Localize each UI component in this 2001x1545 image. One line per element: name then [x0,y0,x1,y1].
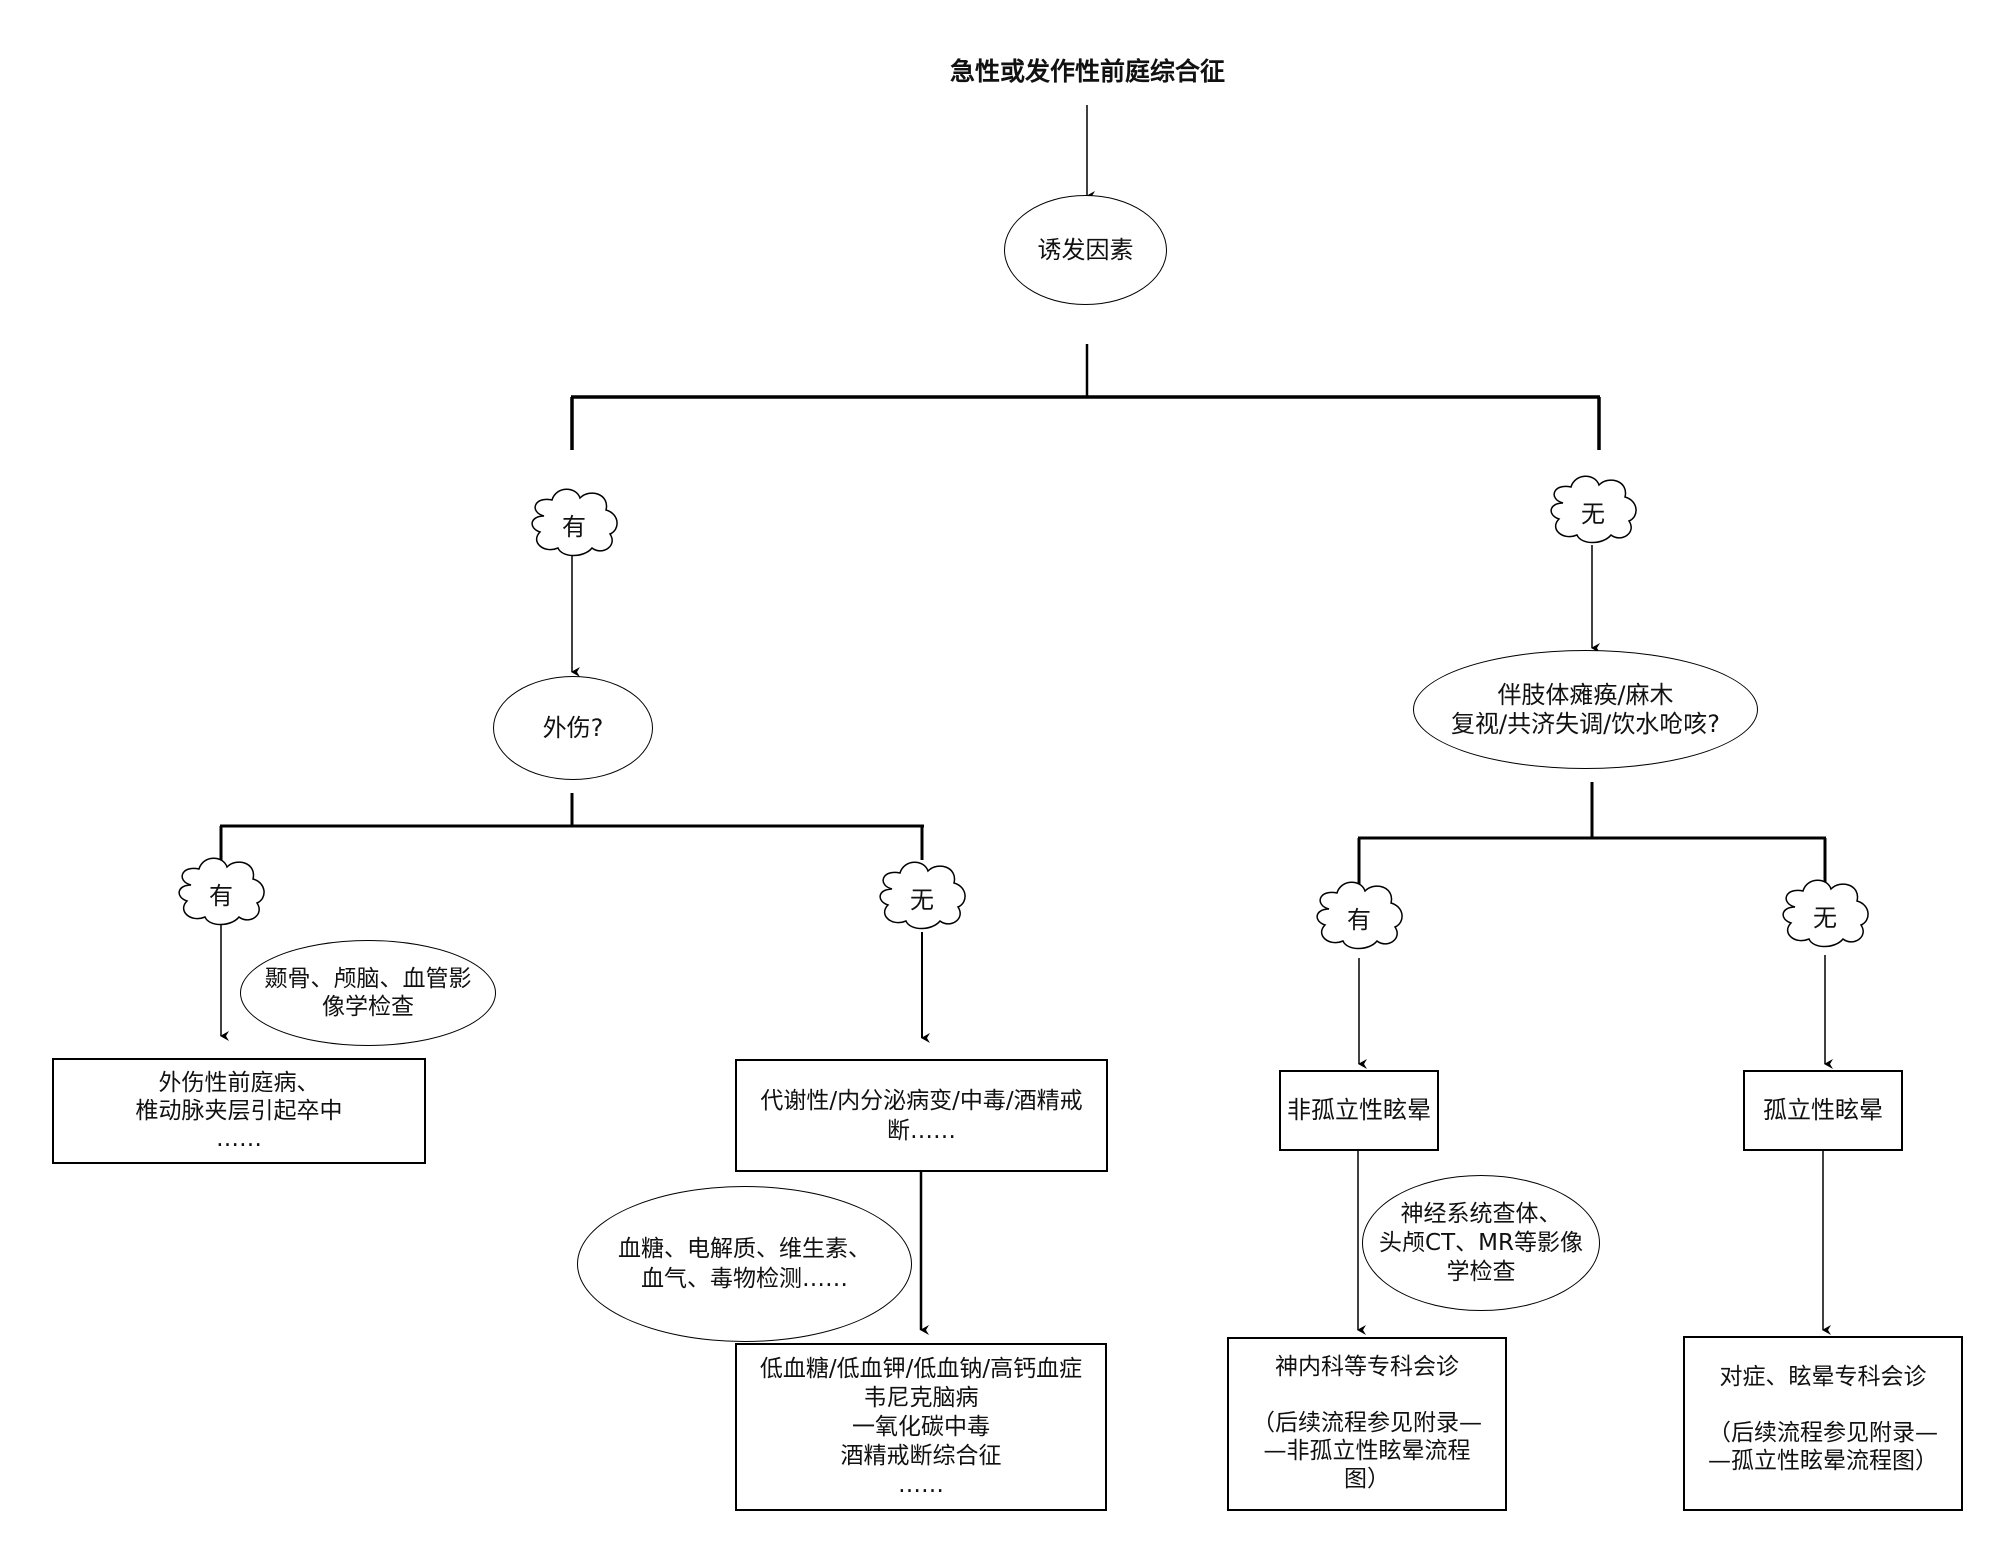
node-trigger-factors: 诱发因素 [1004,195,1167,305]
cloud-neuro-no-shape [1782,879,1869,948]
cloud-neuro-no-label: 无 [1813,903,1837,932]
cloud-trauma-no: 无 [880,868,964,926]
node-trauma-imaging-exam: 颞骨、颅脑、血管影 像学检查 [240,940,496,1046]
cloud-neuro-yes-shape [1316,881,1403,950]
node-trauma-question-label: 外伤? [542,713,604,742]
node-neuro-exam-imaging: 神经系统查体、 头颅CT、MR等影像 学检查 [1362,1175,1600,1311]
cloud-neuro-yes-label: 有 [1347,905,1371,934]
cloud-trigger-no: 无 [1551,482,1635,540]
node-metabolic-causes-label: 代谢性/内分泌病变/中毒/酒精戒 断…… [760,1087,1083,1144]
cloud-trauma-no-shape [879,861,966,930]
node-neuro-exam-imaging-label: 神经系统查体、 头颅CT、MR等影像 学检查 [1379,1200,1583,1285]
cloud-trigger-yes-shape [531,488,618,557]
node-neurology-consult: 神内科等专科会诊 （后续流程参见附录— —非孤立性眩晕流程 图） [1227,1337,1507,1511]
node-non-isolated-vertigo-label: 非孤立性眩晕 [1287,1096,1431,1124]
node-vertigo-specialist-consult: 对症、眩晕专科会诊 （后续流程参见附录— —孤立性眩晕流程图） [1683,1336,1963,1511]
node-trauma-result: 外伤性前庭病、 椎动脉夹层引起卒中 …… [52,1058,426,1164]
node-trauma-imaging-exam-label: 颞骨、颅脑、血管影 像学检查 [264,966,472,1020]
node-metabolic-lab-tests: 血糖、电解质、维生素、 血气、毒物检测…… [577,1186,912,1342]
node-neuro-symptoms-question: 伴肢体瘫痪/麻木 复视/共济失调/饮水呛咳? [1413,650,1758,769]
node-neurology-consult-label: 神内科等专科会诊 （后续流程参见附录— —非孤立性眩晕流程 图） [1252,1354,1482,1492]
node-trauma-result-label: 外伤性前庭病、 椎动脉夹层引起卒中 …… [135,1070,343,1152]
cloud-trauma-yes-label: 有 [209,881,233,910]
cloud-neuro-yes: 有 [1317,888,1401,946]
cloud-trauma-yes: 有 [179,864,263,922]
diagram-title: 急性或发作性前庭综合征 [950,57,1226,86]
node-metabolic-diagnoses-label: 低血糖/低血钾/低血钠/高钙血症 韦尼克脑病 一氧化碳中毒 酒精戒断综合征 …… [759,1355,1083,1498]
cloud-neuro-no: 无 [1783,886,1867,944]
cloud-trigger-no-shape [1550,475,1637,544]
node-metabolic-lab-tests-label: 血糖、电解质、维生素、 血气、毒物检测…… [618,1236,871,1292]
cloud-trauma-yes-shape [178,857,265,926]
node-trigger-factors-label: 诱发因素 [1037,235,1134,264]
node-isolated-vertigo-label: 孤立性眩晕 [1763,1096,1883,1124]
cloud-trigger-no-label: 无 [1581,499,1605,528]
node-neuro-symptoms-question-label: 伴肢体瘫痪/麻木 复视/共济失调/饮水呛咳? [1451,680,1720,738]
node-metabolic-causes: 代谢性/内分泌病变/中毒/酒精戒 断…… [735,1059,1108,1172]
node-isolated-vertigo: 孤立性眩晕 [1743,1070,1903,1151]
node-vertigo-specialist-consult-label: 对症、眩晕专科会诊 （后续流程参见附录— —孤立性眩晕流程图） [1708,1364,1938,1474]
node-trauma-question: 外伤? [493,676,653,780]
cloud-trigger-yes: 有 [532,495,616,553]
cloud-trigger-yes-label: 有 [562,512,586,541]
node-metabolic-diagnoses: 低血糖/低血钾/低血钠/高钙血症 韦尼克脑病 一氧化碳中毒 酒精戒断综合征 …… [735,1343,1107,1511]
node-non-isolated-vertigo: 非孤立性眩晕 [1279,1070,1439,1151]
cloud-trauma-no-label: 无 [910,885,934,914]
